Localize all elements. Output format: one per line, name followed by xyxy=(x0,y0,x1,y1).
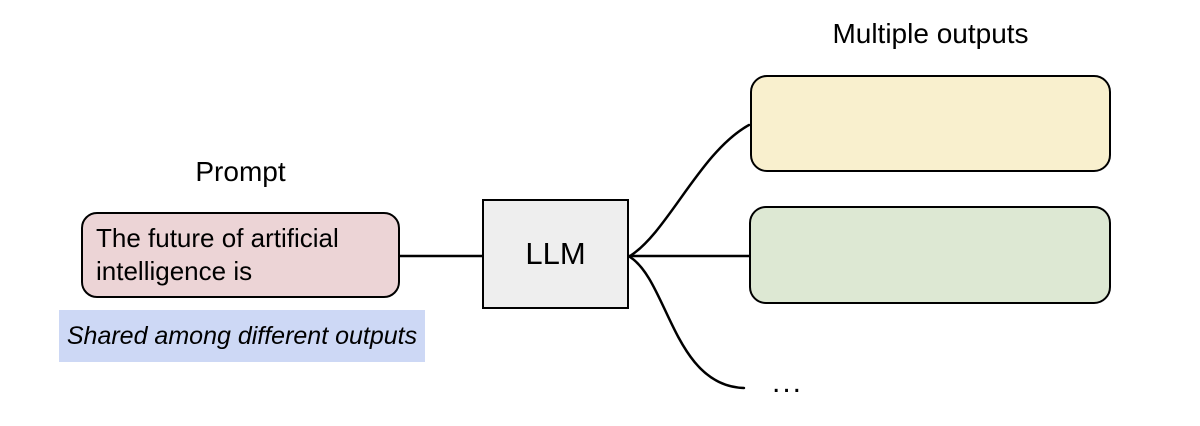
shared-note: Shared among different outputs xyxy=(59,310,425,362)
prompt-title: Prompt xyxy=(195,156,286,187)
output-box-1 xyxy=(750,75,1111,172)
connector-llm-to-output-1 xyxy=(628,123,751,258)
shared-note-text: Shared among different outputs xyxy=(66,321,418,350)
llm-box: LLM xyxy=(482,199,629,309)
llm-box-label: LLM xyxy=(525,236,586,271)
prompt-box-text: The future of artificial intelligence is xyxy=(96,223,339,286)
prompt-box: The future of artificial intelligence is xyxy=(81,212,400,298)
outputs-title: Multiple outputs xyxy=(832,18,1029,49)
output-box-2 xyxy=(749,206,1111,304)
more-outputs-ellipsis: ... xyxy=(772,366,804,399)
connector-llm-to-more-outputs xyxy=(628,255,746,390)
